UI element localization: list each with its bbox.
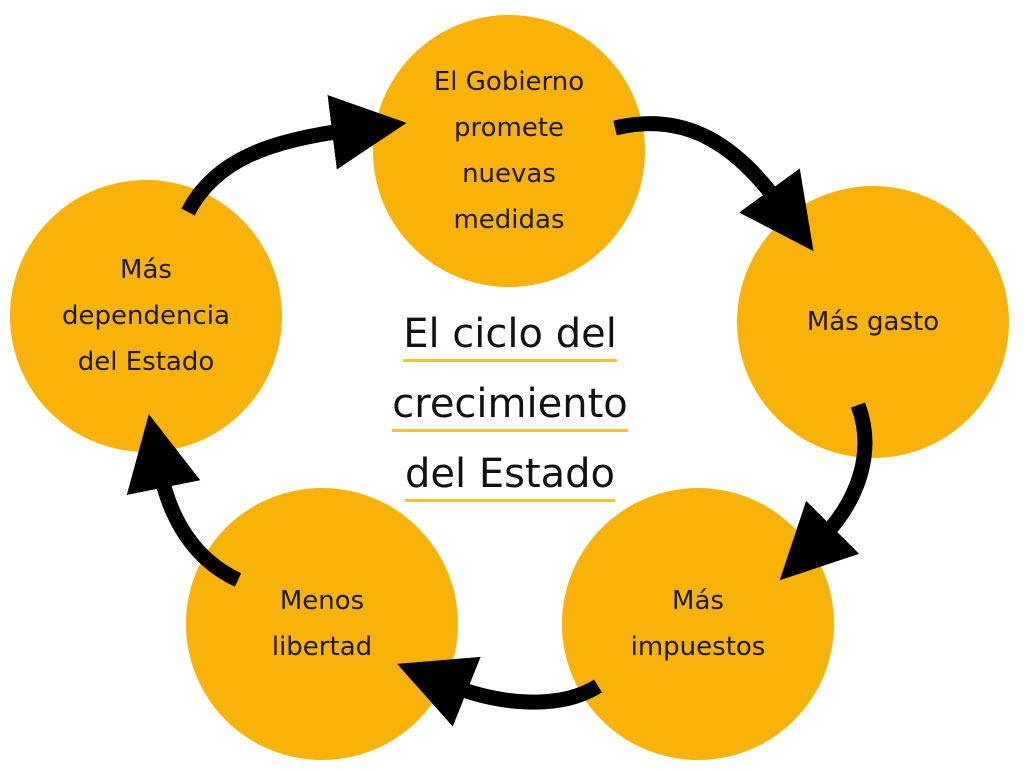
arrow-icon <box>613 116 814 252</box>
title-line: El ciclo del <box>403 309 617 362</box>
arrow-icon <box>397 656 602 727</box>
node-mas-impuestos: Más impuestos <box>562 488 834 760</box>
arrow-icon <box>181 95 407 216</box>
diagram-title: El ciclo del crecimiento del Estado <box>360 300 660 510</box>
node-label: Más gasto <box>806 307 940 337</box>
node-label: Más dependencia del Estado <box>62 255 230 377</box>
arrow-icon <box>126 414 242 587</box>
node-gobierno-promete: El Gobierno promete nuevas medidas <box>373 15 645 287</box>
node-mas-dependencia: Más dependencia del Estado <box>10 180 282 452</box>
title-line: crecimiento <box>392 379 628 432</box>
node-label: Más impuestos <box>630 586 766 662</box>
title-line: del Estado <box>405 449 615 502</box>
node-label: El Gobierno promete nuevas medidas <box>433 67 585 235</box>
node-label: Menos libertad <box>271 586 373 662</box>
arrow-icon <box>779 402 873 581</box>
